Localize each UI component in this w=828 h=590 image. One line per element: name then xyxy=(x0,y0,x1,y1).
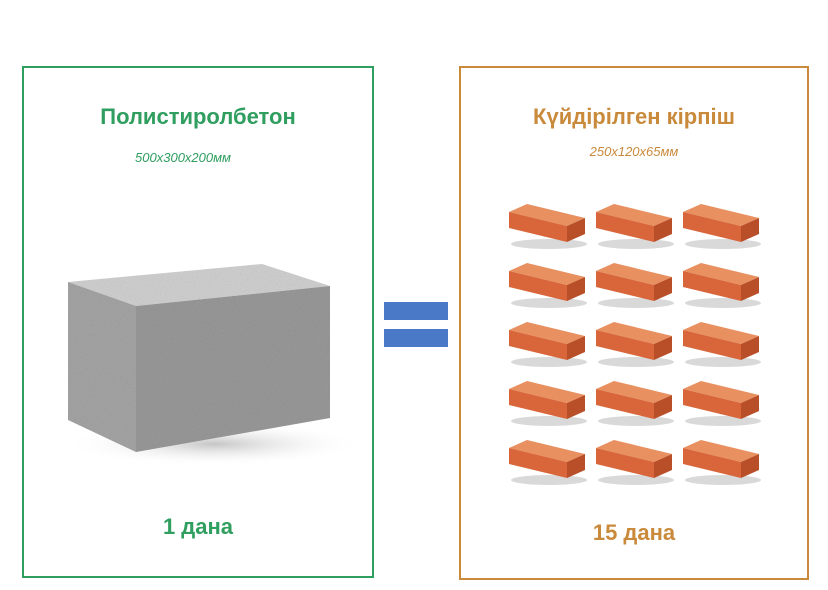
polystyrene-concrete-panel: Полистиролбетон 500x300x200мм 1 xyxy=(22,66,374,578)
equals-bar-top xyxy=(384,302,448,320)
brick xyxy=(509,322,587,367)
brick xyxy=(509,204,587,249)
brick xyxy=(683,204,761,249)
fired-brick-panel: Күйдірілген кірпіш 250x120x65мм 15 дана xyxy=(459,66,809,580)
brick xyxy=(509,381,587,426)
brick xyxy=(683,440,761,485)
panel-title: Күйдірілген кірпіш xyxy=(533,104,735,129)
brick xyxy=(509,263,587,308)
dimensions-label: 250x120x65мм xyxy=(589,144,679,159)
bricks-grid-image xyxy=(509,204,761,485)
brick xyxy=(683,263,761,308)
brick xyxy=(683,381,761,426)
dimensions-label: 500x300x200мм xyxy=(135,150,231,165)
brick xyxy=(596,204,674,249)
brick xyxy=(683,322,761,367)
brick xyxy=(596,381,674,426)
panel-title: Полистиролбетон xyxy=(100,104,296,129)
count-label: 1 дана xyxy=(162,514,234,539)
brick xyxy=(596,322,674,367)
equals-bar-bottom xyxy=(384,329,448,347)
brick xyxy=(596,263,674,308)
concrete-block-image xyxy=(64,264,354,466)
brick xyxy=(596,440,674,485)
equals-sign xyxy=(384,302,448,350)
brick xyxy=(509,440,587,485)
count-label: 15 дана xyxy=(592,520,676,545)
